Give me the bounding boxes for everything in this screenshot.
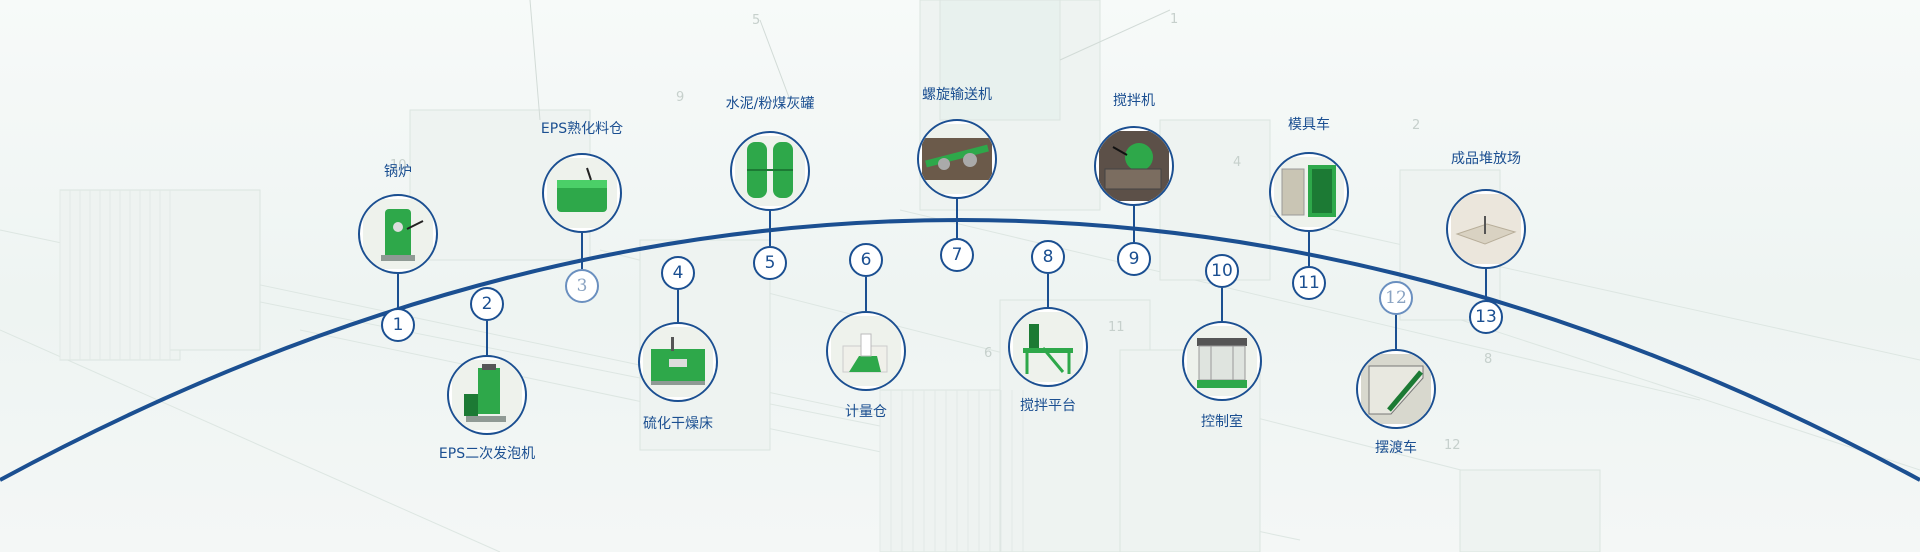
station-thumbnail[interactable] (1269, 152, 1349, 232)
background-callout-number: 9 (676, 90, 685, 105)
station-label: 硫化干燥床 (643, 416, 713, 432)
station-thumbnail[interactable] (638, 322, 718, 402)
background-callout-number: 11 (1108, 320, 1125, 335)
station-thumbnail[interactable] (1094, 126, 1174, 206)
station-thumbnail[interactable] (1182, 321, 1262, 401)
station-number[interactable]: 8 (1031, 240, 1065, 274)
station-label: 成品堆放场 (1451, 151, 1521, 167)
station-number[interactable]: 11 (1292, 266, 1326, 300)
station-connector (865, 277, 867, 311)
station-label: 水泥/粉煤灰罐 (725, 96, 815, 112)
station-label: 螺旋输送机 (922, 87, 992, 103)
station-thumbnail[interactable] (447, 355, 527, 435)
station-label: 搅拌机 (1113, 93, 1155, 109)
station-thumbnail[interactable] (917, 119, 997, 199)
drying-bed-icon (643, 327, 713, 397)
station-connector (1395, 315, 1397, 349)
background-callout-number: 10 (390, 158, 407, 173)
station-thumbnail[interactable] (1446, 189, 1526, 269)
station-thumbnail[interactable] (730, 131, 810, 211)
station-label: 摆渡车 (1375, 440, 1417, 456)
storage-yard-icon (1451, 194, 1521, 264)
station-number[interactable]: 9 (1117, 242, 1151, 276)
station-number[interactable]: 7 (940, 238, 974, 272)
station-label: 模具车 (1288, 117, 1330, 133)
background-callout-number: 5 (752, 13, 761, 28)
background-callout-number: 4 (1233, 155, 1242, 170)
station-thumbnail[interactable] (826, 311, 906, 391)
station-number[interactable]: 2 (470, 287, 504, 321)
station-connector (956, 199, 958, 238)
station-number[interactable]: 10 (1205, 254, 1239, 288)
station-connector (1485, 269, 1487, 300)
station-number[interactable]: 3 (565, 269, 599, 303)
station-label: EPS熟化料仓 (540, 121, 624, 137)
station-connector (397, 274, 399, 308)
station-label: 搅拌平台 (1020, 398, 1076, 414)
background-callout-number: 8 (1484, 352, 1493, 367)
background-callout-number: 1 (1170, 12, 1179, 27)
station-connector (1308, 232, 1310, 266)
station-number[interactable]: 5 (753, 246, 787, 280)
station-thumbnail[interactable] (358, 194, 438, 274)
background-callout-number: 12 (1444, 438, 1461, 453)
station-thumbnail[interactable] (1008, 307, 1088, 387)
process-arc-line (0, 218, 1920, 482)
boiler-icon (363, 199, 433, 269)
station-number[interactable]: 1 (381, 308, 415, 342)
station-label: 锅炉 (384, 164, 412, 180)
ferry-cart-icon (1361, 354, 1431, 424)
mixer-icon (1099, 131, 1169, 201)
curing-silo-icon (547, 158, 617, 228)
station-number[interactable]: 4 (661, 256, 695, 290)
cement-tank-icon (735, 136, 805, 206)
station-connector (1221, 288, 1223, 321)
control-room-icon (1187, 326, 1257, 396)
station-label: 计量仓 (845, 404, 887, 420)
station-thumbnail[interactable] (1356, 349, 1436, 429)
mixing-platform-icon (1013, 312, 1083, 382)
station-connector (677, 290, 679, 322)
station-label: EPS二次发泡机 (438, 446, 536, 462)
station-connector (486, 321, 488, 355)
screw-conveyor-icon (922, 124, 992, 194)
station-connector (581, 233, 583, 269)
station-thumbnail[interactable] (542, 153, 622, 233)
background-callout-number: 2 (1412, 118, 1421, 133)
station-number[interactable]: 13 (1469, 300, 1503, 334)
mold-cart-icon (1274, 157, 1344, 227)
station-connector (1133, 206, 1135, 242)
eps-pre-expander-icon (452, 360, 522, 430)
station-connector (769, 211, 771, 246)
metering-bin-icon (831, 316, 901, 386)
station-label: 控制室 (1201, 414, 1243, 430)
background-callout-number: 6 (984, 346, 993, 361)
station-connector (1047, 274, 1049, 307)
station-number[interactable]: 6 (849, 243, 883, 277)
station-number[interactable]: 12 (1379, 281, 1413, 315)
